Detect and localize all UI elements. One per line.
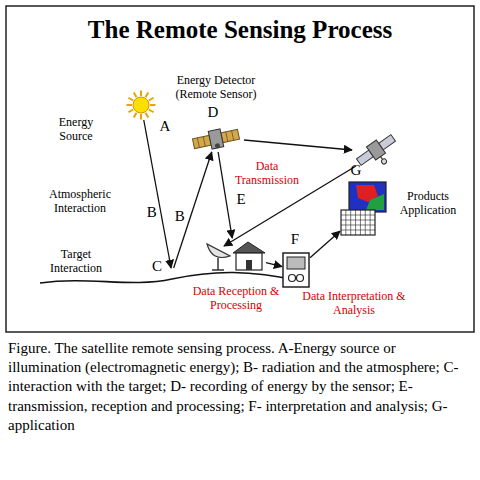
antenna-stand [217, 258, 219, 270]
figure-caption: Figure. The satellite remote sensing pro… [8, 339, 472, 435]
sun-ray [140, 114, 142, 120]
relay-dish [381, 158, 388, 165]
sun-ray [128, 98, 133, 101]
node-label: Target Interaction [44, 248, 108, 276]
node-text: C [150, 258, 164, 275]
relay-body [366, 140, 385, 160]
node-label: Data Reception & Processing [188, 285, 284, 313]
sun-ray [127, 104, 133, 106]
grid-line [365, 210, 366, 235]
image-patch [366, 194, 384, 210]
edge-label: B [175, 208, 185, 225]
callout-label: E [234, 191, 248, 208]
station-wall [236, 253, 262, 270]
node-label: Energy Detector (Remote Sensor) [156, 74, 276, 102]
sun-ray [140, 91, 142, 97]
satellite-group [192, 125, 241, 153]
sun-symbol: Energy SourceA [126, 90, 156, 120]
grid-line [341, 225, 375, 226]
connector-arrow [310, 231, 340, 257]
node-text: A [158, 118, 172, 135]
station-door [246, 260, 252, 270]
node-label: F [288, 231, 302, 248]
sun-ray [146, 113, 149, 118]
solar-panel [221, 129, 240, 142]
relay-satellite [354, 131, 402, 175]
callout-label: Atmospheric Interaction [42, 188, 118, 216]
sun-symbol-shape [126, 90, 156, 120]
grid-line [370, 210, 371, 235]
sun-ray [150, 104, 156, 106]
edge-label: B [147, 204, 157, 221]
products-display: GProducts Application [340, 182, 388, 238]
grid-line [350, 210, 351, 235]
target-point: Target InteractionC [166, 268, 178, 278]
processing-computer-shape [282, 252, 310, 288]
node-text: D [206, 104, 220, 121]
tape-reel [289, 275, 296, 282]
grid-line [360, 210, 361, 235]
downlink-arrow [244, 140, 352, 150]
node-text: Data Interpretation & Analysis [296, 290, 412, 318]
products-display-shape [340, 182, 388, 238]
node-label: G [349, 162, 363, 179]
processing-computer: FData Interpretation & Analysis [282, 252, 310, 288]
grid-line [355, 210, 356, 235]
panel-grid [203, 137, 205, 147]
node-text: Products Application [388, 190, 468, 218]
connector-group [144, 120, 340, 268]
panel-grid [226, 132, 228, 142]
connector-arrow [144, 120, 171, 268]
sun-ray [134, 113, 137, 118]
connector-arrow [266, 263, 282, 267]
diagram-title: The Remote Sensing Process [0, 16, 480, 45]
sun-ray [128, 110, 133, 113]
connector-arrow [218, 152, 232, 238]
station-roof [233, 242, 265, 253]
grid-sheet [341, 210, 375, 235]
image-screen [349, 182, 386, 212]
panel-grid [232, 131, 234, 141]
computer-case [283, 253, 309, 287]
sun-ray [146, 92, 149, 97]
computer-screen [287, 257, 305, 269]
connector-arrow [174, 152, 212, 268]
tape-reel [297, 275, 304, 282]
sensor-satellite-shape [192, 126, 240, 152]
grid-line [341, 215, 375, 216]
sensor-lens [214, 143, 220, 149]
sun-disc [133, 97, 149, 113]
sensor-satellite: Energy Detector (Remote Sensor)D [192, 126, 240, 152]
sun-ray [149, 98, 154, 101]
ground-station: Data Reception & Processing [204, 238, 266, 272]
sun-ray [149, 110, 154, 113]
callout-label: Data Transmission [230, 160, 304, 188]
figure-frame [6, 6, 474, 332]
ground-station-shape [204, 238, 266, 272]
grid-line [341, 220, 375, 221]
antenna-base [212, 269, 224, 271]
grid-line [345, 210, 346, 235]
grid-line [341, 230, 375, 231]
sun-ray [134, 92, 137, 97]
panel-grid [197, 138, 199, 148]
solar-panel [192, 135, 211, 148]
satellite-body [208, 129, 223, 149]
antenna-dish [207, 244, 230, 258]
node-label: Energy Source [46, 116, 106, 144]
